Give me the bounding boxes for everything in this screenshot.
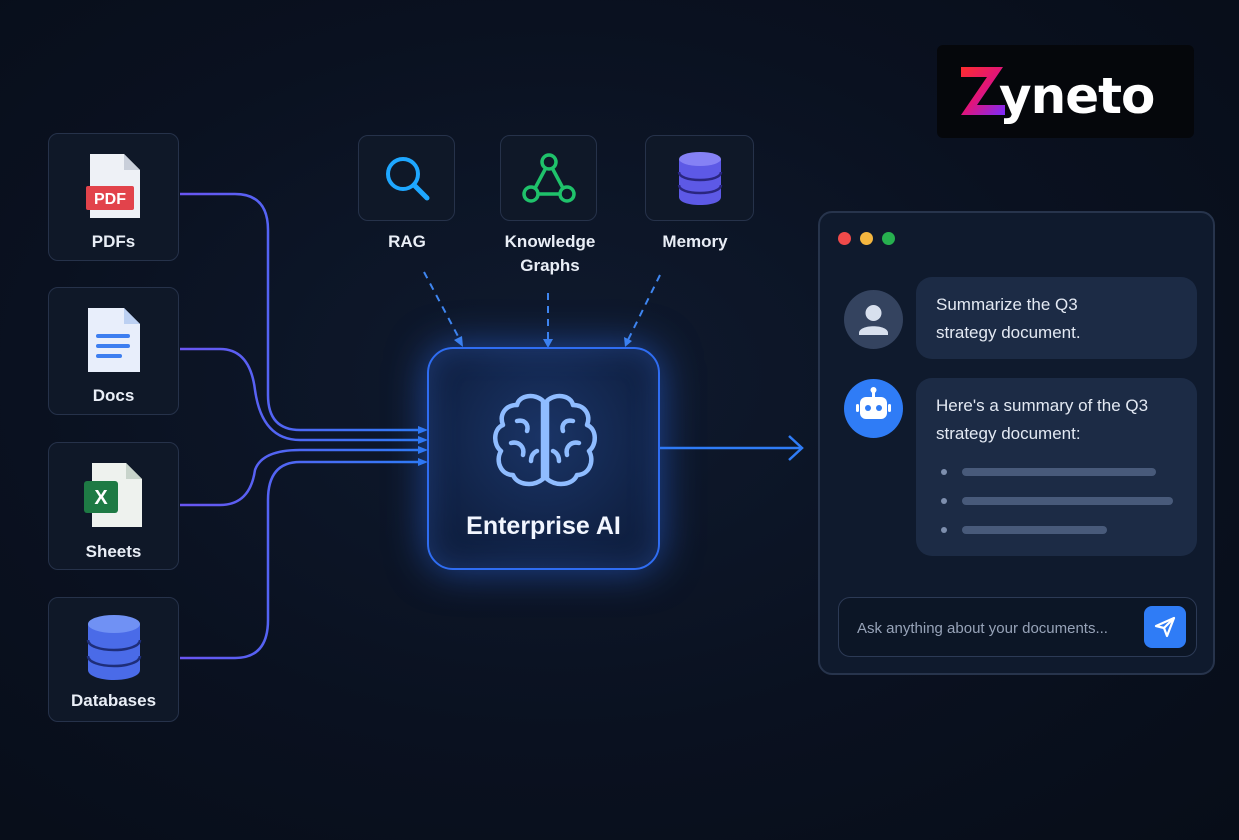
user-message-text: Summarize the Q3 strategy document. bbox=[936, 295, 1081, 342]
arrowhead bbox=[454, 336, 463, 347]
arrowhead bbox=[624, 337, 632, 347]
tool-card-memory bbox=[645, 135, 754, 221]
user-icon bbox=[859, 305, 888, 335]
arrowhead bbox=[418, 436, 428, 444]
database-icon bbox=[86, 614, 142, 685]
arrowhead bbox=[418, 458, 428, 466]
search-icon bbox=[385, 157, 429, 201]
window-close-dot[interactable] bbox=[838, 232, 851, 245]
summary-bullet bbox=[941, 469, 947, 475]
chat-input-box bbox=[838, 597, 1197, 657]
doc-file-icon bbox=[86, 306, 142, 379]
summary-line-placeholder bbox=[962, 526, 1107, 534]
pdf-badge-text: PDF bbox=[94, 191, 126, 208]
user-message-bubble: Summarize the Q3 strategy document. bbox=[916, 277, 1197, 359]
brand-name: yneto bbox=[999, 67, 1154, 125]
sheet-badge-text: X bbox=[94, 487, 108, 509]
tool-label-knowledge-graphs: Knowledge Graphs bbox=[504, 232, 596, 275]
core-label: Enterprise AI bbox=[466, 512, 621, 540]
source-card-docs: Docs bbox=[48, 287, 179, 415]
chat-input[interactable] bbox=[855, 614, 1139, 642]
source-label: Docs bbox=[92, 386, 135, 405]
summary-bullet bbox=[941, 527, 947, 533]
wire-sheets bbox=[180, 448, 420, 507]
sheet-file-icon: X bbox=[83, 461, 144, 534]
tool-label-memory: Memory bbox=[662, 232, 728, 251]
tool-card-knowledge-graphs bbox=[500, 135, 597, 221]
summary-line-placeholder bbox=[962, 497, 1173, 505]
send-button[interactable] bbox=[1144, 606, 1186, 648]
dashed-link-memory bbox=[627, 274, 661, 341]
dashed-link-rag bbox=[423, 271, 461, 341]
brand-wordmark: yneto bbox=[961, 67, 1155, 125]
wire-databases bbox=[180, 460, 420, 660]
window-minimize-dot[interactable] bbox=[860, 232, 873, 245]
wire-docs bbox=[180, 347, 420, 442]
window-maximize-dot[interactable] bbox=[882, 232, 895, 245]
summary-line-placeholder bbox=[962, 468, 1156, 476]
send-icon bbox=[1154, 616, 1176, 638]
graph-icon bbox=[521, 153, 576, 203]
pdf-file-icon: PDF bbox=[85, 152, 142, 225]
brand-logo: yneto bbox=[937, 45, 1194, 138]
tool-label-rag: RAG bbox=[388, 232, 426, 251]
output-arrowhead bbox=[788, 435, 804, 461]
arrowhead bbox=[543, 339, 553, 348]
source-card-sheets: X Sheets bbox=[48, 442, 179, 570]
robot-icon bbox=[856, 387, 891, 419]
bot-avatar bbox=[844, 379, 903, 438]
arrowhead bbox=[418, 446, 428, 454]
tool-card-rag bbox=[358, 135, 455, 221]
source-label: Databases bbox=[70, 691, 157, 710]
user-avatar bbox=[844, 290, 903, 349]
brain-icon bbox=[493, 393, 597, 487]
arrowhead bbox=[418, 426, 428, 434]
source-card-databases: Databases bbox=[48, 597, 179, 722]
enterprise-ai-core: Enterprise AI bbox=[427, 347, 660, 570]
memory-database-icon bbox=[677, 152, 722, 205]
source-label: Sheets bbox=[85, 542, 142, 561]
chat-window: Summarize the Q3 strategy document. Here… bbox=[818, 211, 1215, 675]
wire-pdfs bbox=[180, 192, 420, 432]
summary-bullet bbox=[941, 498, 947, 504]
bot-message-text: Here's a summary of the Q3 strategy docu… bbox=[936, 396, 1149, 443]
source-card-pdfs: PDF PDFs bbox=[48, 133, 179, 261]
source-label: PDFs bbox=[91, 232, 136, 251]
